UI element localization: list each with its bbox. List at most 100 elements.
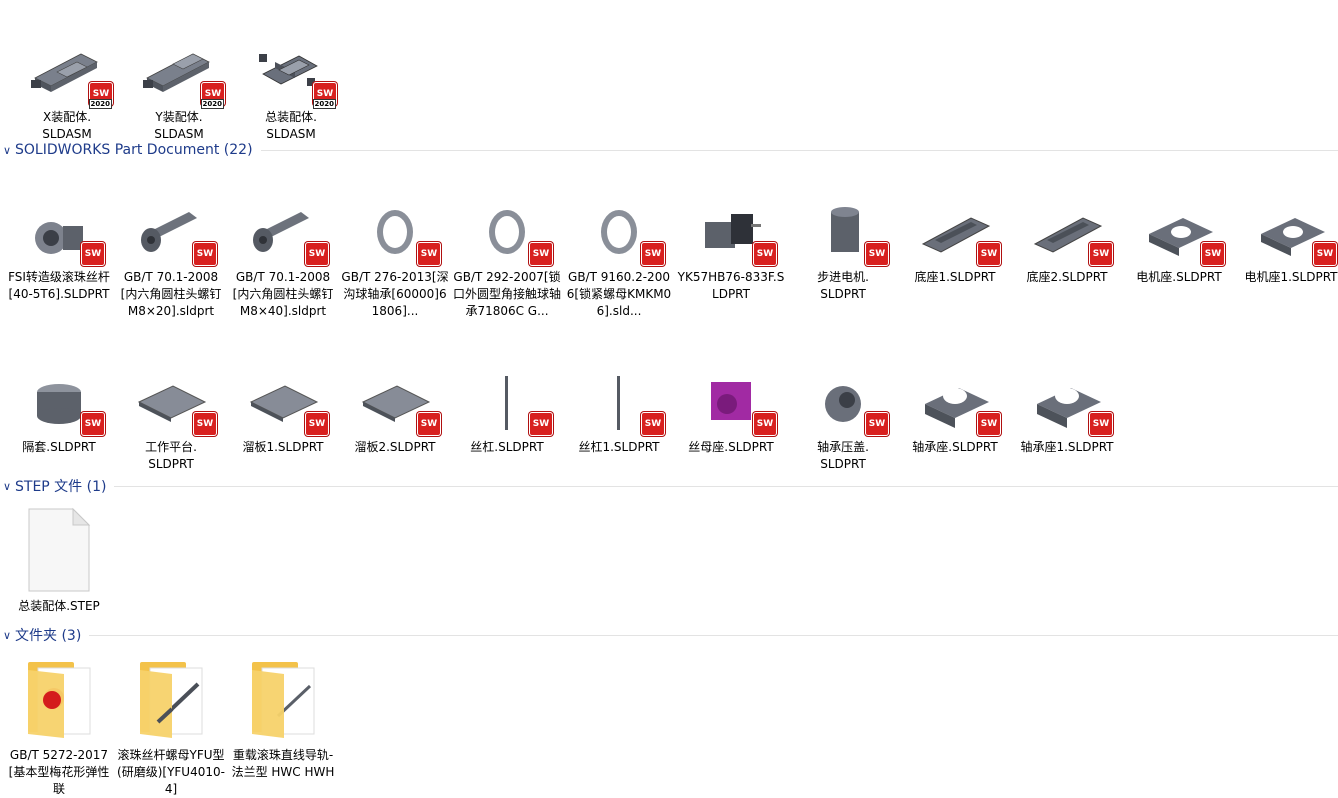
group-header-folders[interactable]: ∨ 文件夹 (3): [0, 624, 1338, 646]
group-header-step[interactable]: ∨ STEP 文件 (1): [0, 475, 1338, 497]
part-thumbnail: SW: [1139, 200, 1225, 266]
solidworks-icon: SW: [1089, 412, 1113, 436]
part-model-icon: [705, 214, 761, 248]
file-name: 总装配体. SLDASM: [265, 110, 317, 141]
file-name: GB∕T 276-2013[深沟球轴承[60000]61806]...: [341, 270, 449, 318]
part-thumbnail: SW: [1027, 370, 1113, 436]
part-file-item[interactable]: SW 轴承座1.SLDPRT: [1012, 370, 1122, 456]
part-model-icon: [601, 210, 637, 254]
solidworks-icon: SW: [529, 412, 553, 436]
part-file-item[interactable]: SW 溜板2.SLDPRT: [340, 370, 450, 456]
part-thumbnail: SW: [467, 370, 553, 436]
file-name: GB∕T 9160.2-2006[锁紧螺母KMKM06].sld...: [566, 270, 672, 318]
chevron-down-icon[interactable]: ∨: [2, 628, 12, 642]
part-thumbnail: SW: [579, 200, 665, 266]
blank-document-icon: [28, 507, 91, 592]
solidworks-icon: SW: [305, 412, 329, 436]
part-thumbnail: SW: [803, 200, 889, 266]
group-title: SOLIDWORKS Part Document (22): [15, 142, 253, 158]
file-name: 溜板2.SLDPRT: [354, 440, 436, 454]
folder-item[interactable]: 滚珠丝杆螺母YFU型(研磨级)[YFU4010-4]: [116, 658, 226, 798]
chevron-down-icon[interactable]: ∨: [2, 143, 12, 157]
part-thumbnail: SW: [579, 370, 665, 436]
solidworks-icon: SW: [193, 412, 217, 436]
solidworks-icon: SW: [417, 242, 441, 266]
solidworks-icon: SW: [641, 242, 665, 266]
part-model-icon: [1037, 388, 1101, 428]
file-name: X装配体. SLDASM: [42, 110, 92, 141]
part-thumbnail: SW: [355, 200, 441, 266]
part-model-icon: [253, 212, 309, 252]
part-model-icon: [489, 210, 525, 254]
folder-item[interactable]: 重载滚珠直线导轨-法兰型 HWC HWH: [228, 658, 338, 781]
file-name: 电机座.SLDPRT: [1136, 270, 1222, 284]
part-file-item[interactable]: SW GB∕T 70.1-2008[内六角圆柱头螺钉M8×40].sldprt: [228, 200, 338, 320]
part-model-icon: [1149, 218, 1213, 256]
solidworks-icon: SW: [641, 412, 665, 436]
part-model-icon: [137, 385, 207, 422]
part-file-item[interactable]: SW 底座2.SLDPRT: [1012, 200, 1122, 286]
solidworks-icon: SW: [865, 412, 889, 436]
solidworks-icon: SW: [305, 242, 329, 266]
slide-assembly-icon: [31, 53, 98, 92]
step-file-item[interactable]: 总装配体.STEP: [4, 507, 114, 615]
group-header-parts[interactable]: ∨ SOLIDWORKS Part Document (22): [0, 139, 1338, 161]
part-thumbnail: SW: [19, 200, 105, 266]
solidworks-icon: SW: [1089, 242, 1113, 266]
solidworks-icon: SW: [81, 412, 105, 436]
folder-name: 滚珠丝杆螺母YFU型(研磨级)[YFU4010-4]: [117, 748, 225, 796]
folder-item[interactable]: GB∕T 5272-2017[基本型梅花形弹性联: [4, 658, 114, 798]
part-thumbnail: SW: [915, 200, 1001, 266]
solidworks-icon: SW: [1201, 242, 1225, 266]
file-name: 轴承座1.SLDPRT: [1020, 440, 1114, 454]
part-thumbnail: SW: [467, 200, 553, 266]
slide-assembly-icon: [143, 53, 210, 92]
file-name: 电机座1.SLDPRT: [1244, 270, 1338, 284]
file-name: 底座2.SLDPRT: [1026, 270, 1108, 284]
group-divider: [114, 485, 1338, 487]
part-file-item[interactable]: SW 电机座.SLDPRT: [1124, 200, 1234, 286]
file-name: 底座1.SLDPRT: [914, 270, 996, 284]
part-thumbnail: SW: [355, 370, 441, 436]
file-name: GB∕T 292-2007[锁口外圆型角接触球轴承71806C G...: [453, 270, 561, 318]
part-model-icon: [505, 376, 508, 430]
folder-icon: [252, 662, 315, 738]
file-name: Y装配体. SLDASM: [154, 110, 204, 141]
file-name: 步进电机. SLDPRT: [817, 270, 869, 301]
group-divider: [89, 634, 1338, 636]
file-name: 丝杠1.SLDPRT: [578, 440, 660, 454]
solidworks-icon: SW: [977, 412, 1001, 436]
part-model-icon: [617, 376, 620, 430]
group-divider: [260, 149, 1338, 151]
file-name: GB∕T 70.1-2008[内六角圆柱头螺钉M8×40].sldprt: [232, 270, 334, 318]
part-model-icon: [831, 207, 859, 252]
part-file-item[interactable]: SW GB∕T 9160.2-2006[锁紧螺母KMKM06].sld...: [564, 200, 674, 320]
solidworks-icon: SW: [865, 242, 889, 266]
chevron-down-icon[interactable]: ∨: [2, 479, 12, 493]
part-file-item[interactable]: SW 丝杠1.SLDPRT: [564, 370, 674, 456]
version-label: 2020: [88, 99, 112, 109]
part-model-icon: [377, 210, 413, 254]
part-file-item[interactable]: SW 底座1.SLDPRT: [900, 200, 1010, 286]
part-file-item[interactable]: SW 步进电机. SLDPRT: [788, 200, 898, 303]
part-file-item[interactable]: SW GB∕T 276-2013[深沟球轴承[60000]61806]...: [340, 200, 450, 320]
